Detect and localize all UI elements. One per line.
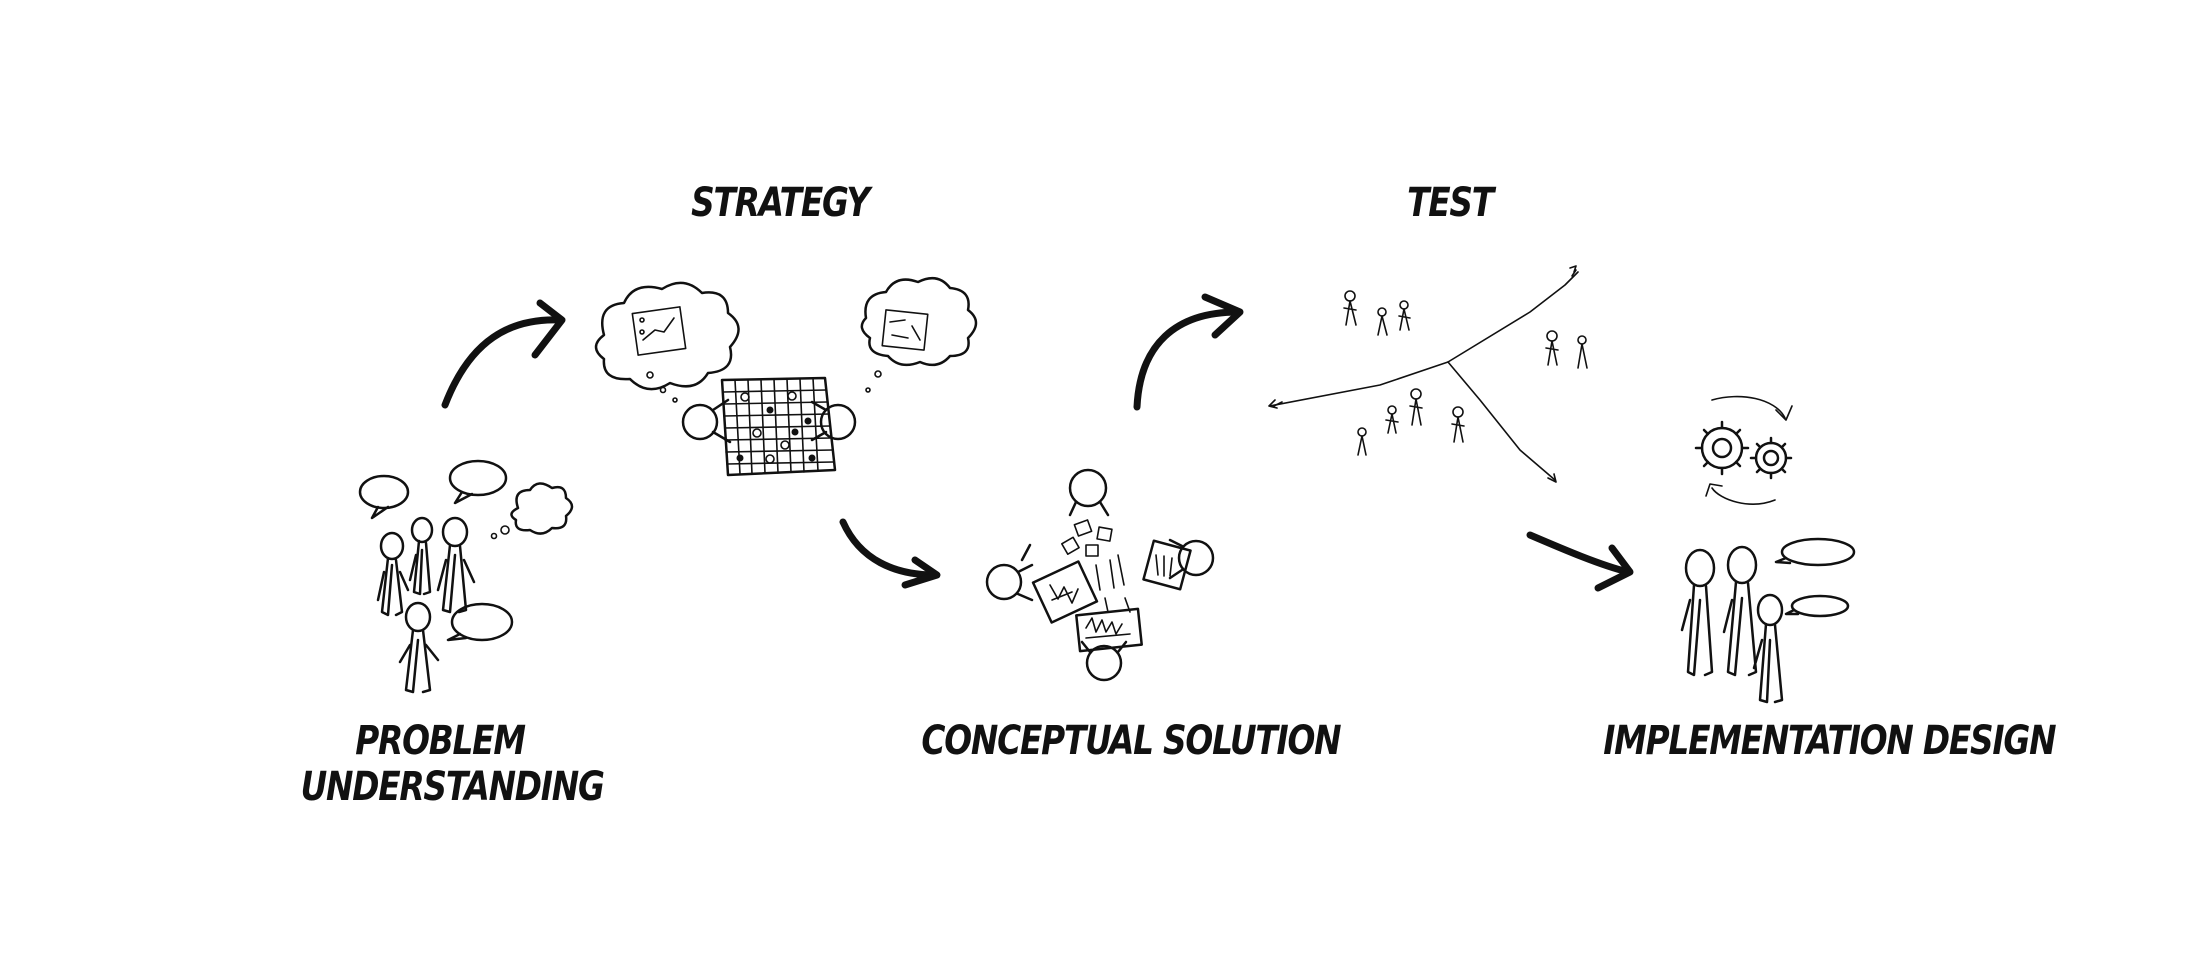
gears-icon (1694, 395, 1793, 505)
people-discussing-icon (358, 459, 574, 694)
chess-strategy-icon (594, 276, 978, 477)
label-strategy: STRATEGY (691, 180, 870, 226)
small-people-icon (1343, 290, 1588, 456)
label-problem-line1: PROBLEM (355, 718, 526, 764)
people-presenting-icon (1680, 537, 1856, 704)
label-problem-line2: UNDERSTANDING (300, 764, 605, 810)
arrow-test-to-implementation (1526, 531, 1634, 592)
arrow-conceptual-to-test (1133, 293, 1244, 411)
test-branching-icon (1268, 265, 1588, 483)
label-problem-understanding: PROBLEM UNDERSTANDING (300, 718, 605, 810)
label-test: TEST (1407, 180, 1494, 226)
team-sketching-icon (985, 468, 1215, 682)
label-implementation-design: IMPLEMENTATION DESIGN (1603, 718, 2056, 764)
arrow-problem-to-strategy (441, 299, 566, 409)
label-conceptual-solution: CONCEPTUAL SOLUTION (921, 718, 1341, 764)
arrow-strategy-to-conceptual (839, 518, 941, 589)
